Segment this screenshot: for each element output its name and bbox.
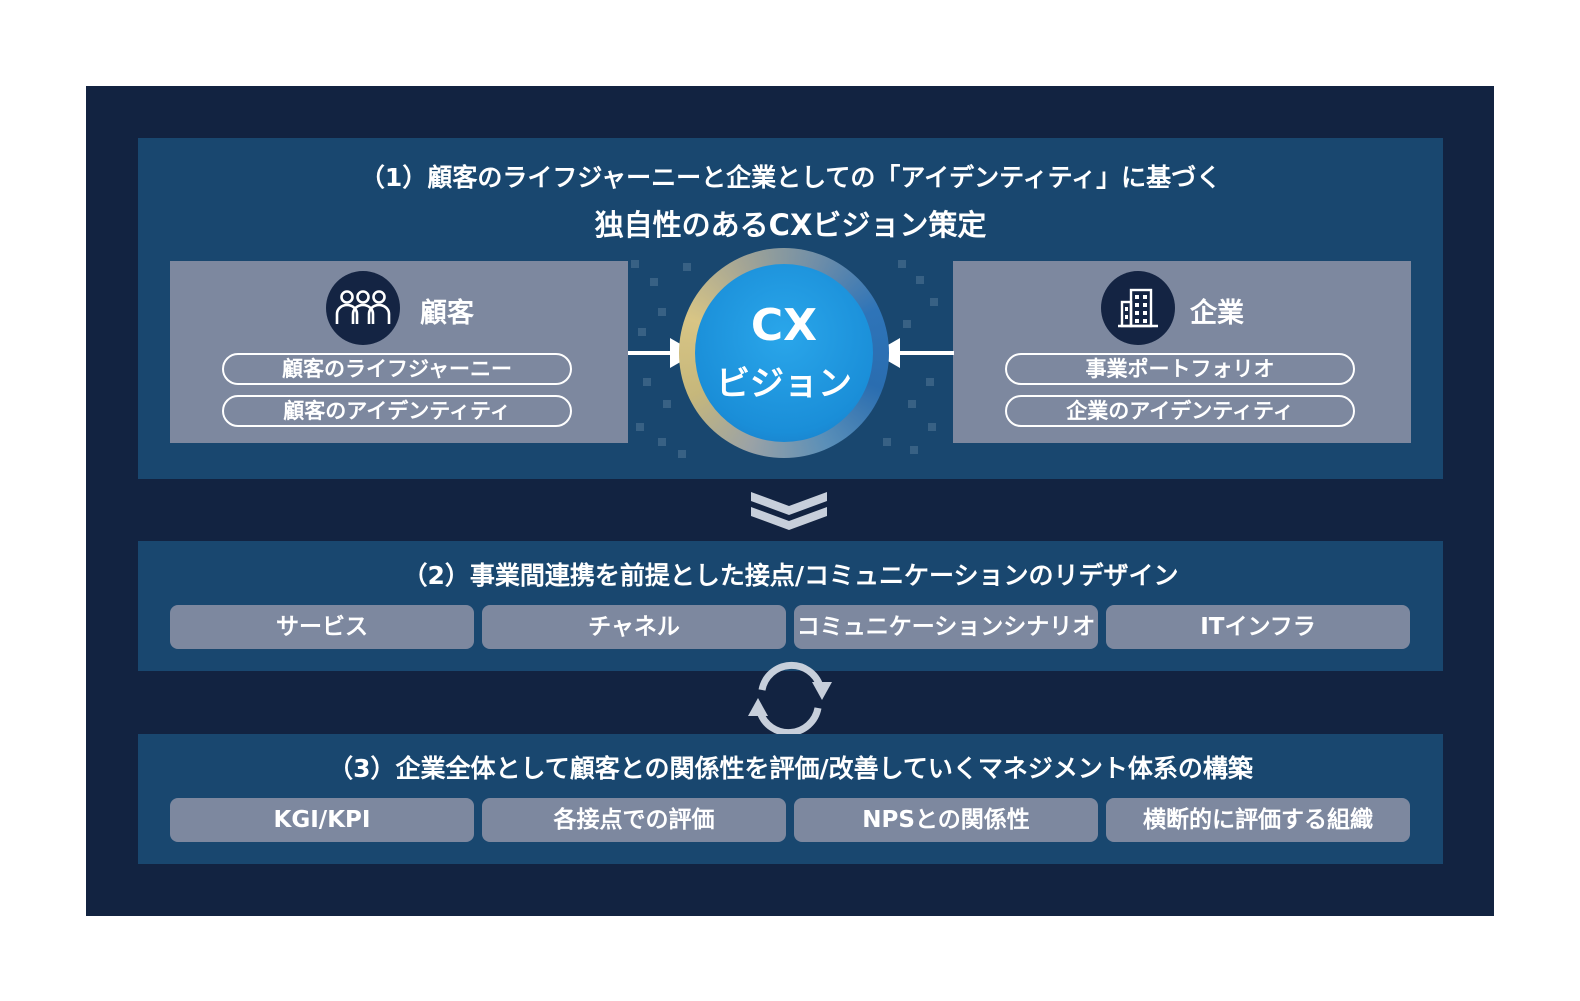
- section2-title: （2）事業間連携を前提とした接点/コミュニケーションのリデザイン: [402, 561, 1179, 590]
- section1-title-line2: 独自性のあるCXビジョン策定: [594, 208, 987, 242]
- company-item-portfolio: 事業ポートフォリオ: [1005, 353, 1355, 385]
- customer-label: 顧客: [420, 298, 474, 329]
- box-cross-org: 横断的に評価する組織: [1106, 798, 1410, 842]
- section-cx-vision: （1）顧客のライフジャーニーと企業としての「アイデンティティ」に基づく 独自性の…: [138, 138, 1443, 479]
- customer-item-life-journey: 顧客のライフジャーニー: [222, 353, 572, 385]
- arrow-right-line: [892, 351, 954, 355]
- section3-title: （3）企業全体として顧客との関係性を評価/改善していくマネジメント体系の構築: [328, 754, 1253, 783]
- people-icon: [326, 271, 400, 345]
- building-icon: [1101, 271, 1175, 345]
- cycle-arrows-icon: [748, 661, 832, 737]
- section-management-system: （3）企業全体として顧客との関係性を評価/改善していくマネジメント体系の構築 K…: [138, 734, 1443, 864]
- section1-title-line1: （1）顧客のライフジャーニーと企業としての「アイデンティティ」に基づく: [359, 163, 1222, 192]
- box-nps-relationship: NPSとの関係性: [794, 798, 1098, 842]
- box-it-infra: ITインフラ: [1106, 605, 1410, 649]
- box-communication-scenario: コミュニケーションシナリオ: [794, 605, 1098, 649]
- cx-vision-circle: CX ビジョン: [679, 248, 889, 458]
- chevron-down-icon: [751, 492, 827, 530]
- box-touchpoint-evaluation: 各接点での評価: [482, 798, 786, 842]
- customer-panel: 顧客 顧客のライフジャーニー 顧客のアイデンティティ: [170, 261, 628, 443]
- arrow-left-line: [628, 351, 676, 355]
- cx-label: CX: [750, 300, 818, 351]
- customer-item-identity: 顧客のアイデンティティ: [222, 395, 572, 427]
- company-item-identity: 企業のアイデンティティ: [1005, 395, 1355, 427]
- company-label: 企業: [1190, 298, 1244, 329]
- box-channel: チャネル: [482, 605, 786, 649]
- vision-label: ビジョン: [716, 364, 852, 404]
- box-service: サービス: [170, 605, 474, 649]
- section-touchpoint-redesign: （2）事業間連携を前提とした接点/コミュニケーションのリデザイン サービス チャ…: [138, 541, 1443, 671]
- box-kgi-kpi: KGI/KPI: [170, 798, 474, 842]
- company-panel: 企業 事業ポートフォリオ 企業のアイデンティティ: [953, 261, 1411, 443]
